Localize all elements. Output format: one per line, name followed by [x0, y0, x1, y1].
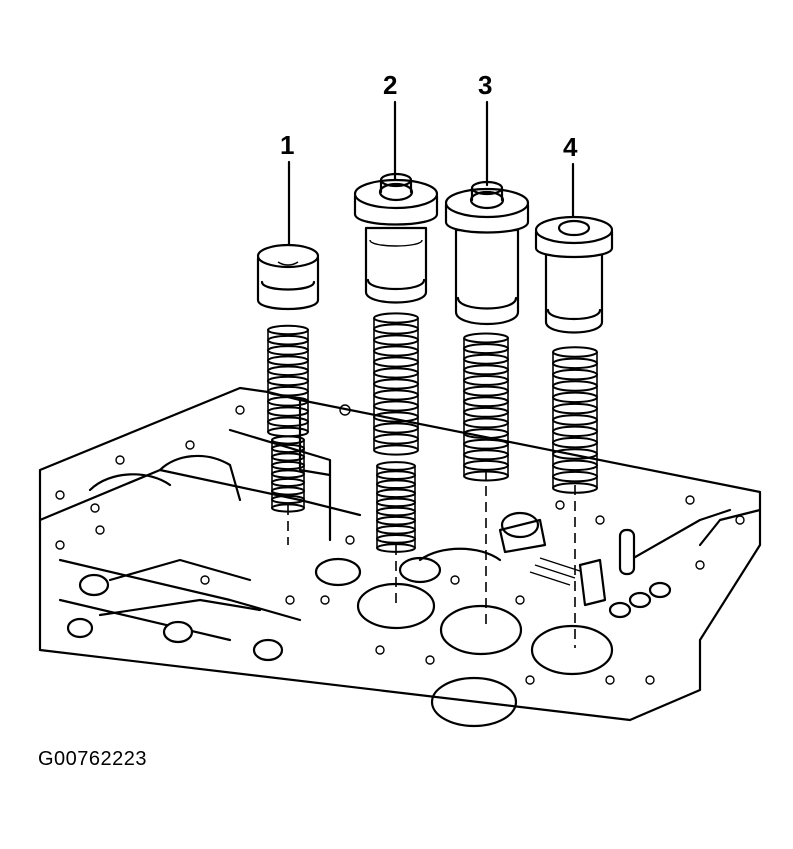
- spring-2-upper: [373, 312, 419, 456]
- figure-id: G00762223: [38, 748, 148, 770]
- spring-2-lower: [376, 461, 416, 553]
- callout-1: 1: [280, 130, 295, 160]
- spring-3: [463, 332, 509, 482]
- part-1-plunger: [256, 243, 320, 311]
- spring-1-lower: [271, 435, 305, 513]
- leader-lines: [287, 100, 575, 248]
- callout-4: 4: [563, 132, 578, 162]
- valve-body-casting: [38, 386, 762, 728]
- spring-4: [552, 346, 598, 494]
- part-3-accumulator-piston: [444, 180, 530, 326]
- part-2-accumulator-piston: [353, 172, 439, 304]
- callout-2: 2: [383, 70, 398, 100]
- springs: [267, 312, 598, 553]
- spring-1-upper: [267, 324, 309, 438]
- callout-3: 3: [478, 70, 493, 100]
- part-4-accumulator-piston: [534, 215, 614, 334]
